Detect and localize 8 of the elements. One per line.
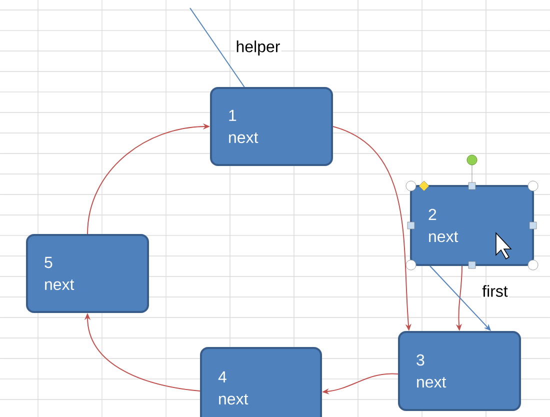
edge-label: first xyxy=(482,285,508,297)
process-box: 1 next xyxy=(210,87,333,166)
process-box: 5 next xyxy=(26,234,149,313)
edge-label: helper xyxy=(236,40,280,56)
process-box: 4 next xyxy=(200,346,322,417)
process-box: 2 next xyxy=(410,185,534,266)
arrow xyxy=(430,266,491,331)
process-box: 3 next xyxy=(398,330,521,411)
